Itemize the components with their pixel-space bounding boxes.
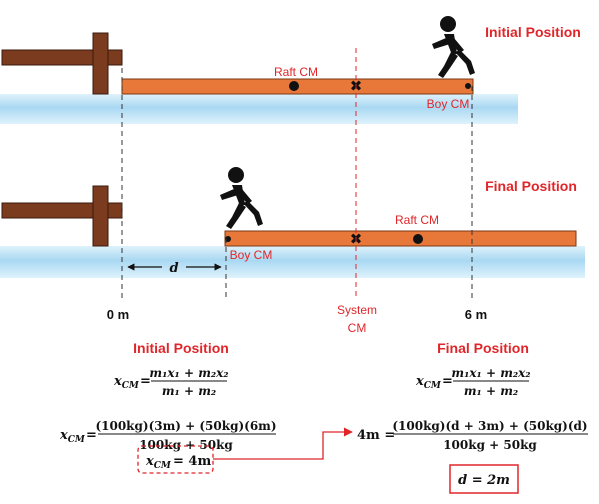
boy-cm-dot-initial xyxy=(465,83,471,89)
final-substituted-formula: 4m = (100kg)(d + 3m) + (50kg)(d) 100kg +… xyxy=(357,419,588,452)
svg-text:m₁ + m₂: m₁ + m₂ xyxy=(464,384,518,398)
boy-cm-label-initial: Boy CM xyxy=(427,97,470,111)
final-general-formula: xCM = m₁x₁ + m₂x₂ m₁ + m₂ xyxy=(415,366,531,398)
svg-text:xCM: xCM xyxy=(145,454,172,471)
raft-cm-label-initial: Raft CM xyxy=(274,65,318,79)
initial-result-box: xCM = 4m xyxy=(137,445,214,474)
initial-equations-heading: Initial Position xyxy=(133,340,229,356)
svg-text:xCM: xCM xyxy=(59,428,86,445)
svg-text:xCM: xCM xyxy=(113,374,140,391)
reference-lines xyxy=(121,48,473,300)
raft-cm-label-final: Raft CM xyxy=(395,213,439,227)
boy-cm-label-final: Boy CM xyxy=(230,248,273,262)
walking-person-icon-initial xyxy=(432,16,475,78)
svg-text:=: = xyxy=(442,374,453,389)
svg-text:m₁x₁ + m₂x₂: m₁x₁ + m₂x₂ xyxy=(149,366,228,380)
final-scene: ✖ Raft CM Boy CM Final Position xyxy=(0,167,585,278)
svg-text:=: = xyxy=(86,428,97,443)
six-m-label: 6 m xyxy=(465,307,487,322)
dock-initial xyxy=(1,32,123,95)
initial-scene: ✖ Raft CM Boy CM Initial Position xyxy=(0,16,581,124)
system-cm-label-line2: CM xyxy=(348,321,367,335)
initial-position-title: Initial Position xyxy=(485,24,581,40)
final-equations: Final Position xCM = m₁x₁ + m₂x₂ m₁ + m₂… xyxy=(357,340,588,494)
raft-cm-dot-initial xyxy=(289,81,299,91)
walking-person-icon-final xyxy=(220,167,263,229)
svg-text:m₁ + m₂: m₁ + m₂ xyxy=(162,384,216,398)
dock-final xyxy=(1,185,123,247)
system-cm-label-line1: System xyxy=(337,303,377,317)
svg-text:= 4m: = 4m xyxy=(173,454,211,469)
water-initial xyxy=(0,94,518,124)
svg-text:(100kg)(3m) + (50kg)(6m): (100kg)(3m) + (50kg)(6m) xyxy=(95,419,276,433)
svg-text:100kg + 50kg: 100kg + 50kg xyxy=(139,438,233,452)
svg-text:100kg + 50kg: 100kg + 50kg xyxy=(443,438,537,452)
result-connector-arrow xyxy=(213,427,353,460)
svg-text:4m =: 4m = xyxy=(357,428,395,443)
initial-general-formula: xCM = m₁x₁ + m₂x₂ m₁ + m₂ xyxy=(113,366,229,398)
d-displacement-arrow: d xyxy=(127,261,222,276)
zero-m-label: 0 m xyxy=(107,307,129,322)
svg-text:xCM: xCM xyxy=(415,374,442,391)
svg-text:(100kg)(d + 3m) + (50kg)(d): (100kg)(d + 3m) + (50kg)(d) xyxy=(392,419,587,433)
svg-text:d = 2m: d = 2m xyxy=(458,473,510,488)
final-result-box: d = 2m xyxy=(449,464,519,494)
final-equations-heading: Final Position xyxy=(437,340,529,356)
svg-text:=: = xyxy=(140,374,151,389)
raft-final xyxy=(224,230,577,247)
raft-cm-dot-final xyxy=(413,234,423,244)
initial-equations: Initial Position xCM = m₁x₁ + m₂x₂ m₁ + … xyxy=(59,340,277,474)
svg-text:m₁x₁ + m₂x₂: m₁x₁ + m₂x₂ xyxy=(451,366,530,380)
d-label: d xyxy=(169,261,178,276)
final-position-title: Final Position xyxy=(485,178,577,194)
water-final xyxy=(0,246,585,278)
initial-substituted-formula: xCM = (100kg)(3m) + (50kg)(6m) 100kg + 5… xyxy=(59,419,277,452)
